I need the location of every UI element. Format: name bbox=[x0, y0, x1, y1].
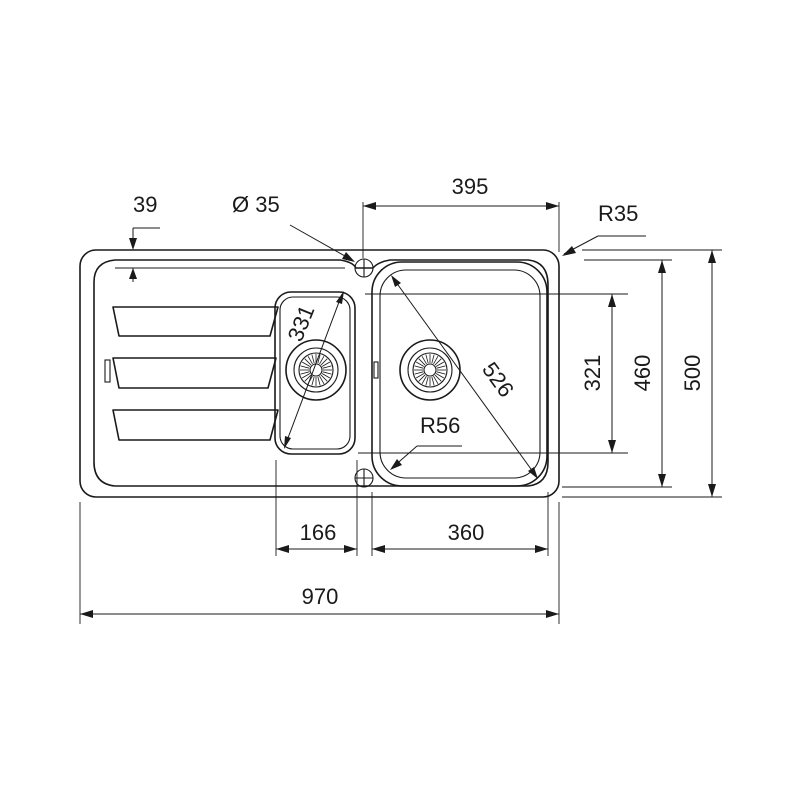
dim-main-bowl-width: 360 bbox=[448, 520, 485, 545]
tap-hole-top bbox=[354, 258, 374, 278]
main-drain-spoke bbox=[435, 373, 445, 379]
main-drain-spoke bbox=[414, 371, 424, 375]
main-drain-spoke bbox=[433, 355, 439, 365]
small-drain-spoke bbox=[320, 374, 328, 382]
main-bowl-inner bbox=[379, 269, 541, 479]
dim-overall-width: 970 bbox=[302, 584, 339, 609]
dim-bowl-depth: 460 bbox=[630, 355, 655, 392]
main-bowl-overflow bbox=[373, 361, 379, 379]
main-drain-spoke bbox=[436, 365, 446, 369]
sink-outer-rim bbox=[79, 249, 560, 498]
small-drain-spoke bbox=[319, 355, 325, 365]
main-drain-spoke bbox=[433, 375, 439, 385]
main-bowl-outer bbox=[371, 261, 548, 487]
main-drain-spoke bbox=[421, 375, 427, 385]
small-drain-spoke bbox=[322, 365, 332, 369]
small-drain-spoke bbox=[320, 358, 328, 366]
dim-bowl-radius: R56 bbox=[420, 413, 460, 438]
main-drain-spoke bbox=[434, 374, 442, 382]
overflow-slot bbox=[104, 359, 111, 383]
dim-small-bowl-diagonal: 331 bbox=[283, 301, 320, 344]
small-drain-spoke bbox=[300, 365, 310, 369]
main-drain-spoke bbox=[418, 358, 426, 366]
small-drain-spoke bbox=[321, 373, 331, 379]
small-drain-spoke bbox=[322, 371, 332, 375]
dim-cutout-width: 395 bbox=[452, 174, 489, 199]
main-drain-spoke bbox=[415, 361, 425, 367]
small-drain-spoke bbox=[304, 374, 312, 382]
dim-tap-hole: Ø 35 bbox=[232, 192, 280, 217]
main-drain-spoke bbox=[415, 373, 425, 379]
small-bowl-inner bbox=[279, 296, 351, 450]
small-bowl-outer bbox=[274, 291, 356, 455]
small-drain-spoke bbox=[317, 354, 321, 364]
main-drain-spoke bbox=[414, 365, 424, 369]
small-drain-spoke bbox=[307, 355, 313, 365]
main-drain-spoke bbox=[425, 354, 429, 364]
dim-overall-depth: 500 bbox=[680, 355, 705, 392]
drainer-groove-1 bbox=[112, 306, 279, 337]
main-drain-spoke bbox=[425, 376, 429, 386]
small-drain-spoke bbox=[319, 375, 325, 385]
main-drain-spoke bbox=[421, 355, 427, 365]
drainer-groove-2 bbox=[112, 357, 277, 389]
main-drain-spoke bbox=[431, 354, 435, 364]
tap-hole-bottom bbox=[354, 468, 374, 488]
dim-main-bowl-diagonal: 526 bbox=[477, 357, 519, 401]
dimension-annotations: 395 R35 Ø 35 39 526 331 R56 bbox=[79, 174, 722, 624]
small-drain-spoke bbox=[300, 371, 310, 375]
small-drain-spoke bbox=[311, 376, 315, 386]
small-drain-spoke bbox=[311, 354, 315, 364]
dim-line-331 bbox=[284, 293, 343, 447]
main-bowl-drain bbox=[399, 339, 461, 401]
small-bowl-drain bbox=[285, 339, 347, 401]
dim-line-526 bbox=[392, 277, 537, 477]
small-drain-spoke bbox=[301, 361, 311, 367]
small-drain-spoke bbox=[317, 376, 321, 386]
main-drain-spoke bbox=[436, 371, 446, 375]
main-drain-spoke bbox=[434, 358, 442, 366]
main-drain-spoke bbox=[435, 361, 445, 367]
main-drain-spoke bbox=[418, 374, 426, 382]
dim-small-bowl-width: 166 bbox=[300, 520, 337, 545]
sink-body bbox=[79, 249, 560, 498]
dim-edge-offset: 39 bbox=[133, 192, 157, 217]
dim-corner-radius: R35 bbox=[598, 201, 638, 226]
main-drain-spoke bbox=[431, 376, 435, 386]
drainer-groove-3 bbox=[112, 409, 279, 441]
small-drain-spoke bbox=[321, 361, 331, 367]
dim-small-bowl-depth: 321 bbox=[580, 355, 605, 392]
small-drain-spoke bbox=[304, 358, 312, 366]
small-drain-spoke bbox=[301, 373, 311, 379]
